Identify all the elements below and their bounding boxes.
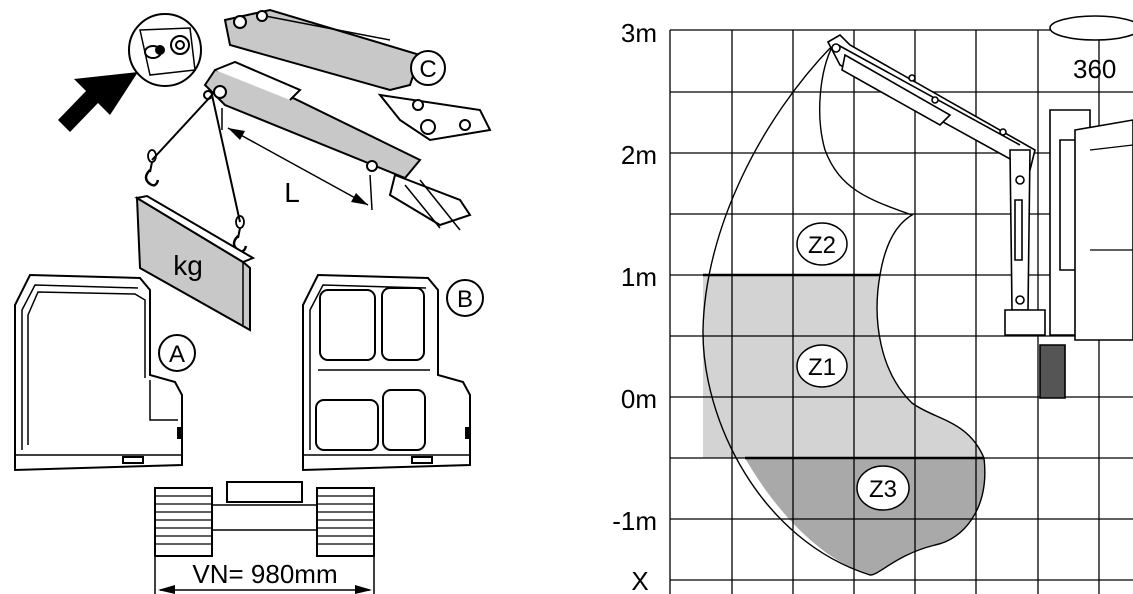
y-axis-label-0m: 0m [621,384,657,414]
cab-b [302,273,471,472]
zone-z2-label: Z2 [808,232,836,259]
callout-b-marker [446,279,484,317]
callout-c-label: C [419,56,436,83]
callout-c-marker [410,50,446,86]
length-label: L [284,177,300,208]
pin-detail-magnifier [128,13,202,87]
length-dimension [221,108,373,211]
callout-a-marker [158,334,196,372]
cab-a [14,273,183,472]
undercarriage [154,481,375,594]
track-width-label: VN= 980mm [192,559,337,589]
load-weight-label: kg [173,250,203,281]
zone-z3-area [745,458,985,575]
lifting-chains [144,94,248,253]
rotation-ellipse [1049,15,1133,41]
working-envelope-outer [702,44,986,576]
y-axis-label-minus-1m: -1m [612,506,657,536]
pointer-arrow [58,72,138,132]
y-axis-label-3m: 3m [621,18,657,48]
y-axis-label-1m: 1m [621,262,657,292]
load-box [134,194,256,332]
x-axis-label: X [631,566,648,594]
excavator-arm [826,33,1133,399]
rotation-label: 360 [1073,54,1116,84]
right-panel [669,15,1133,594]
zone-z1-marker [796,344,848,388]
zone-z3-marker [856,465,910,511]
callout-a-label: A [169,341,185,368]
y-axis-label-2m: 2m [621,140,657,170]
boom-lower [203,60,472,231]
left-panel [14,8,492,594]
zone-z2-marker [796,222,848,266]
zone-z3-label: Z3 [869,476,897,503]
boom-c [223,8,492,142]
callout-b-label: B [457,286,473,313]
zone-z1-label: Z1 [808,354,836,381]
